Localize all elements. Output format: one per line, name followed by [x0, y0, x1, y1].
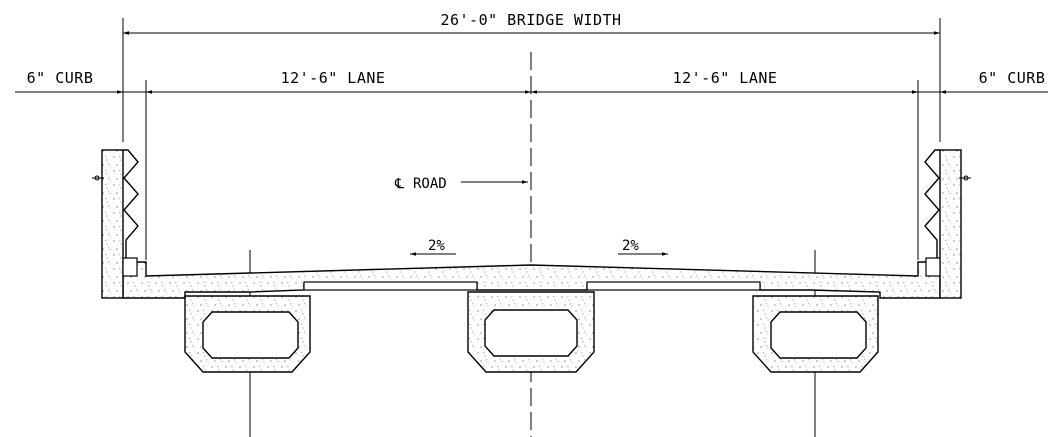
deck-panel-left — [303, 281, 478, 291]
bridge-width-label: 26'-0" BRIDGE WIDTH — [440, 11, 621, 29]
railing-right — [924, 149, 971, 299]
centerline-label: ROAD — [413, 176, 447, 192]
slope-left-label: 2% — [428, 238, 445, 254]
curb-right-label: 6" CURB — [979, 69, 1046, 87]
curb-left-label: 6" CURB — [27, 69, 94, 87]
girder-right — [752, 295, 879, 373]
bridge-width-dimension: 26'-0" BRIDGE WIDTH — [122, 11, 941, 142]
centerline-symbol: ℄ — [394, 176, 404, 192]
railing-left — [92, 149, 139, 299]
lane-right-label: 12'-6" LANE — [673, 69, 778, 87]
slope-right: 2% — [618, 238, 668, 256]
slope-left: 2% — [410, 238, 456, 256]
slope-right-label: 2% — [622, 238, 639, 254]
lane-left-label: 12'-6" LANE — [281, 69, 386, 87]
lane-dimensions: 6" CURB 12'-6" LANE 12'-6" LANE 6" CURB — [15, 69, 1048, 260]
girder-center — [467, 291, 595, 373]
deck-panel-right — [586, 281, 761, 291]
road-centerline: ℄ ROAD — [394, 52, 532, 437]
girder-left — [184, 295, 311, 373]
